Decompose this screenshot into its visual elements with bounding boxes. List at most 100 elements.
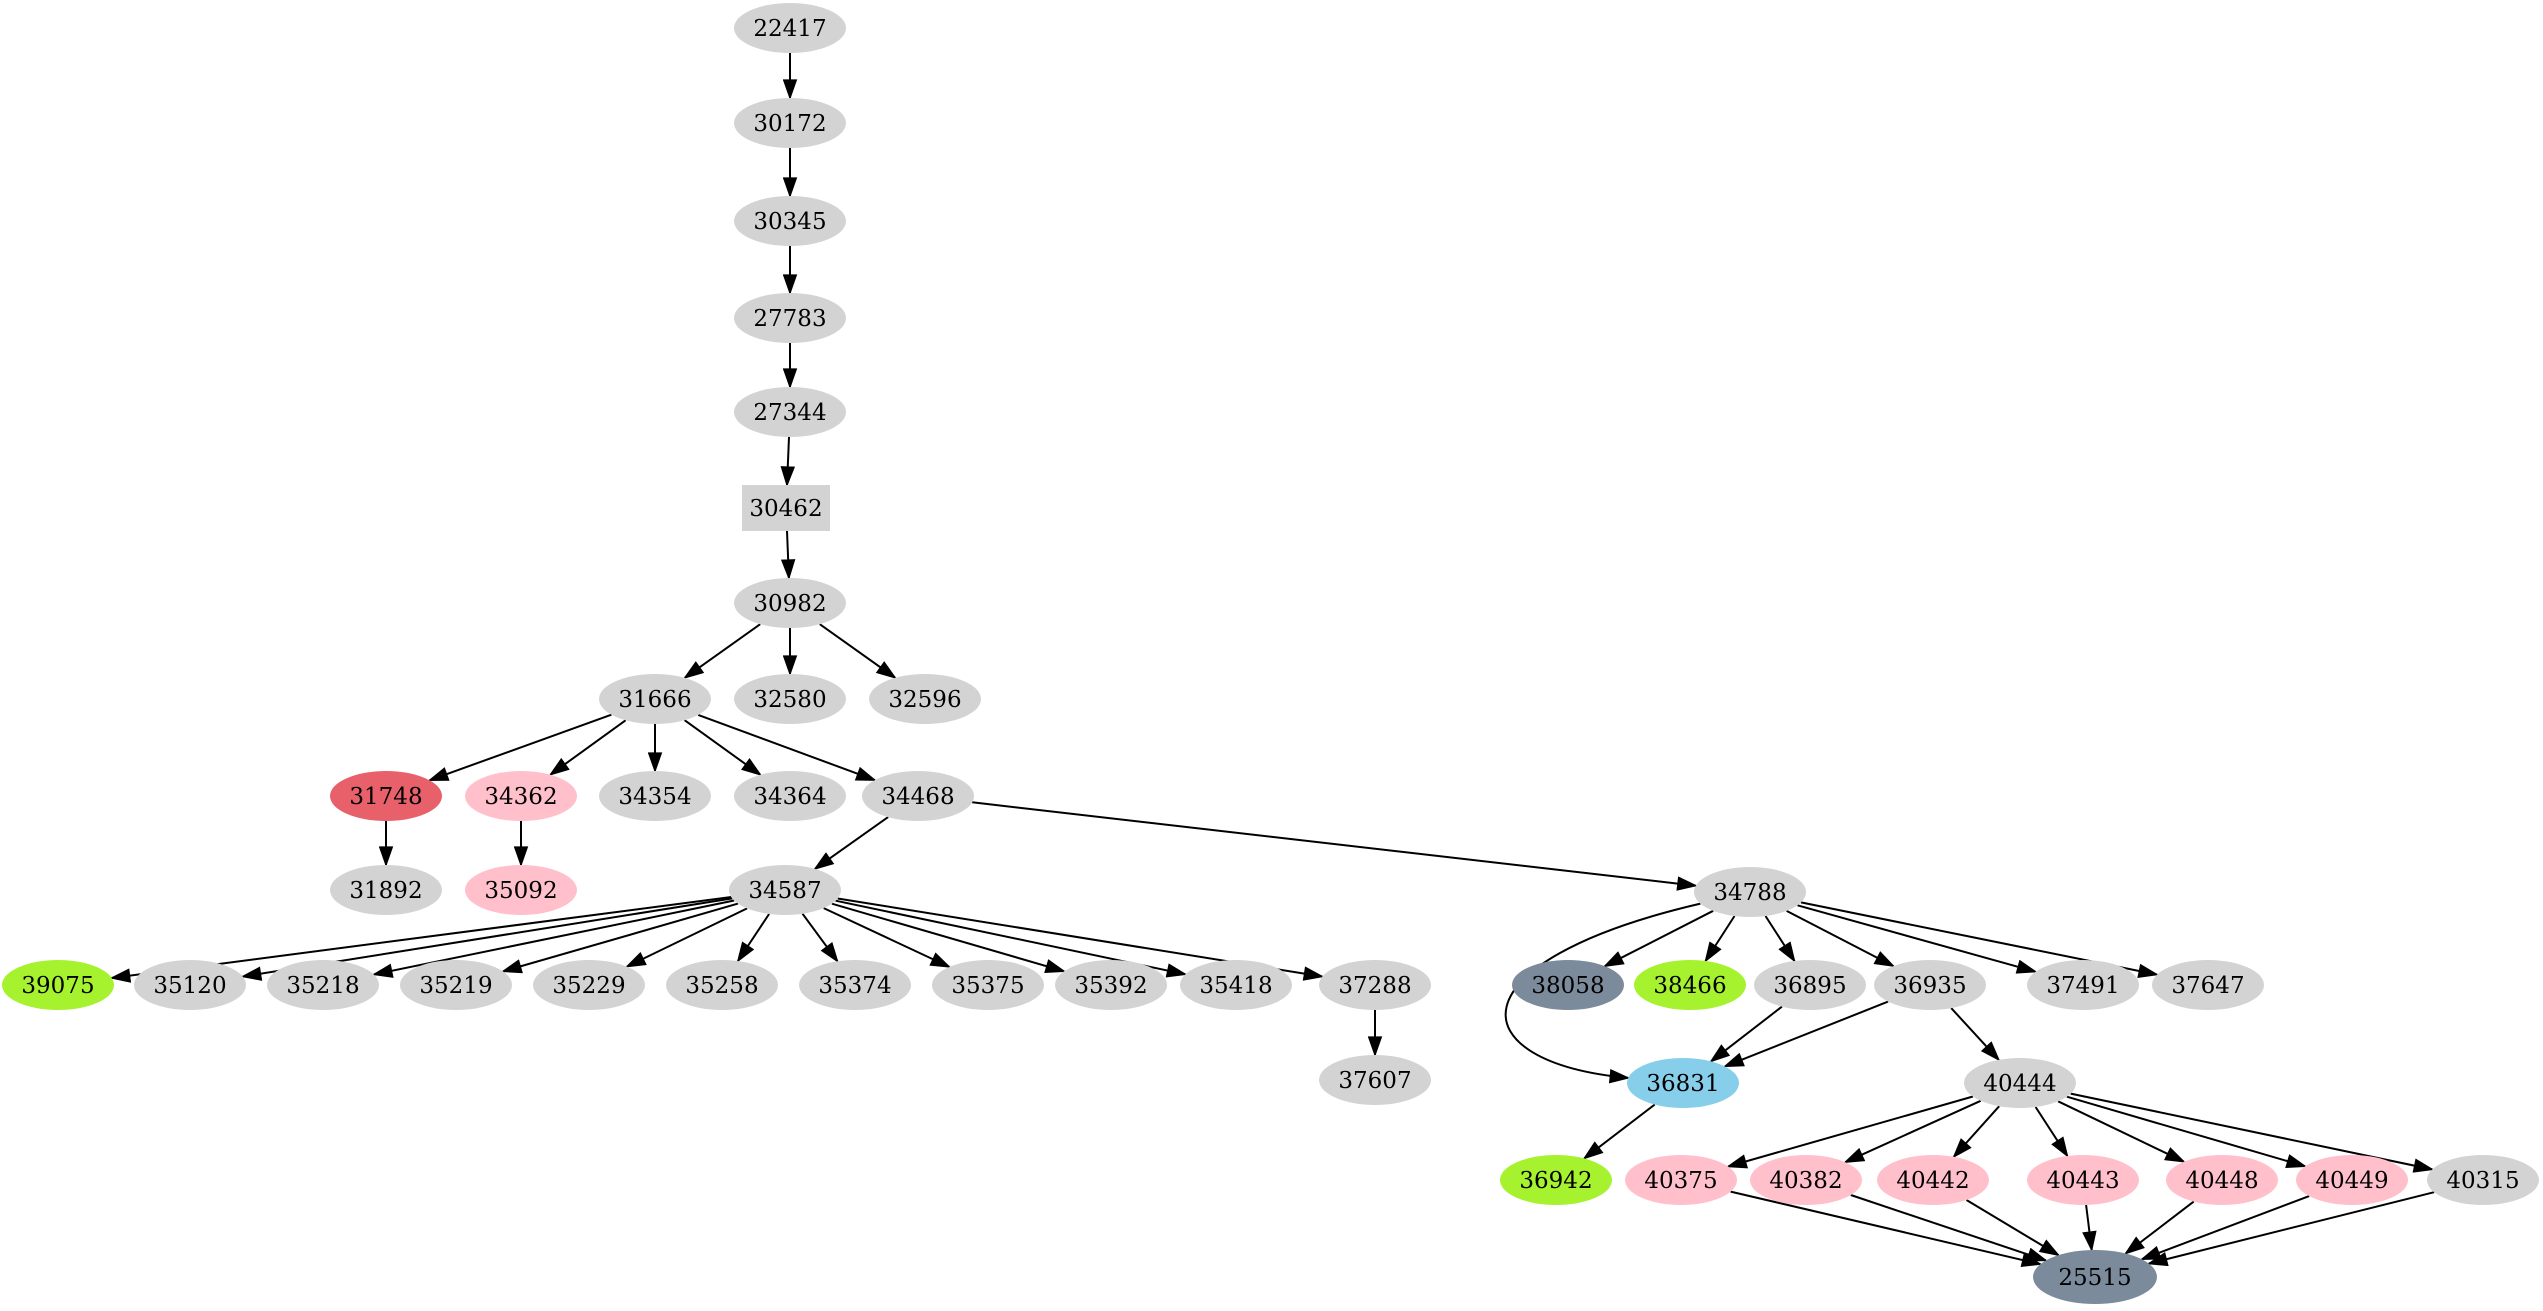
node-30172: 30172 bbox=[734, 98, 846, 148]
node-label-30345: 30345 bbox=[753, 209, 826, 235]
node-ellipse-34468 bbox=[862, 771, 974, 821]
node-40443: 40443 bbox=[2027, 1155, 2139, 1205]
node-label-40444: 40444 bbox=[1983, 1071, 2056, 1097]
edge-40382-25515 bbox=[1850, 1194, 2048, 1262]
node-label-35418: 35418 bbox=[1199, 973, 1272, 999]
node-35120: 35120 bbox=[134, 960, 246, 1010]
node-30982: 30982 bbox=[734, 578, 846, 628]
node-37491: 37491 bbox=[2027, 960, 2139, 1010]
node-label-34587: 34587 bbox=[748, 878, 821, 904]
node-35392: 35392 bbox=[1055, 960, 1167, 1010]
node-label-37491: 37491 bbox=[2046, 973, 2119, 999]
node-label-40448: 40448 bbox=[2185, 1168, 2258, 1194]
node-label-35229: 35229 bbox=[552, 973, 625, 999]
node-27344: 27344 bbox=[734, 387, 846, 437]
node-label-35219: 35219 bbox=[419, 973, 492, 999]
node-40442: 40442 bbox=[1877, 1155, 1989, 1205]
edge-34788-36831 bbox=[1504, 902, 1701, 1084]
edge-34587-35374 bbox=[801, 913, 839, 963]
node-ellipse-27783 bbox=[734, 293, 846, 343]
node-34587: 34587 bbox=[729, 865, 841, 915]
node-ellipse-40315 bbox=[2427, 1155, 2539, 1205]
node-36895: 36895 bbox=[1754, 960, 1866, 1010]
node-35229: 35229 bbox=[533, 960, 645, 1010]
node-ellipse-38466 bbox=[1634, 960, 1746, 1010]
node-label-30172: 30172 bbox=[753, 111, 826, 137]
node-ellipse-22417 bbox=[734, 3, 846, 53]
node-label-34362: 34362 bbox=[484, 784, 557, 810]
edge-27344-30462 bbox=[780, 436, 796, 488]
node-ellipse-36895 bbox=[1754, 960, 1866, 1010]
edge-31666-34364 bbox=[684, 719, 763, 777]
node-37288: 37288 bbox=[1319, 960, 1431, 1010]
node-ellipse-35092 bbox=[465, 865, 577, 915]
edge-34587-35258 bbox=[736, 913, 770, 963]
node-ellipse-35375 bbox=[932, 960, 1044, 1010]
node-ellipse-36935 bbox=[1874, 960, 1986, 1010]
node-ellipse-38058 bbox=[1512, 960, 1624, 1010]
node-ellipse-40442 bbox=[1877, 1155, 1989, 1205]
node-ellipse-35219 bbox=[400, 960, 512, 1010]
node-32596: 32596 bbox=[869, 674, 981, 724]
edge-31666-34362 bbox=[548, 719, 627, 776]
node-22417: 22417 bbox=[734, 3, 846, 53]
node-ellipse-34354 bbox=[599, 771, 711, 821]
edge-40444-40442 bbox=[1952, 1105, 2000, 1159]
node-label-32596: 32596 bbox=[888, 687, 961, 713]
node-ellipse-30982 bbox=[734, 578, 846, 628]
node-34788: 34788 bbox=[1694, 867, 1806, 917]
node-label-34788: 34788 bbox=[1713, 880, 1786, 906]
node-38466: 38466 bbox=[1634, 960, 1746, 1010]
node-ellipse-35218 bbox=[267, 960, 379, 1010]
node-37607: 37607 bbox=[1319, 1055, 1431, 1105]
node-ellipse-35229 bbox=[533, 960, 645, 1010]
edge-34587-35392 bbox=[831, 902, 1067, 974]
edge-30982-31666 bbox=[683, 623, 761, 680]
edge-34468-34788 bbox=[972, 801, 1698, 891]
node-34362: 34362 bbox=[465, 771, 577, 821]
edge-34468-34587 bbox=[813, 816, 889, 871]
edge-31666-34468 bbox=[697, 713, 877, 782]
edge-30462-30982 bbox=[780, 530, 796, 581]
node-34468: 34468 bbox=[862, 771, 974, 821]
node-35418: 35418 bbox=[1180, 960, 1292, 1010]
node-label-38058: 38058 bbox=[1531, 973, 1604, 999]
node-27783: 27783 bbox=[734, 293, 846, 343]
edge-40448-25515 bbox=[2124, 1200, 2195, 1255]
node-37647: 37647 bbox=[2152, 960, 2264, 1010]
node-40382: 40382 bbox=[1750, 1155, 1862, 1205]
nodes-layer: 2241730172303452778327344304623098231666… bbox=[2, 3, 2539, 1304]
edge-36935-40444 bbox=[1950, 1007, 2001, 1062]
node-label-36831: 36831 bbox=[1646, 1071, 1719, 1097]
node-ellipse-35418 bbox=[1180, 960, 1292, 1010]
node-ellipse-31666 bbox=[599, 674, 711, 724]
node-40315: 40315 bbox=[2427, 1155, 2539, 1205]
node-ellipse-40449 bbox=[2296, 1155, 2408, 1205]
node-label-35375: 35375 bbox=[951, 973, 1024, 999]
edge-40444-40449 bbox=[2066, 1095, 2308, 1169]
node-ellipse-36831 bbox=[1627, 1058, 1739, 1108]
node-label-40443: 40443 bbox=[2046, 1168, 2119, 1194]
node-label-31748: 31748 bbox=[349, 784, 422, 810]
node-ellipse-34364 bbox=[734, 771, 846, 821]
edge-36935-36831 bbox=[1722, 1000, 1889, 1068]
node-ellipse-31892 bbox=[330, 865, 442, 915]
node-label-35258: 35258 bbox=[685, 973, 758, 999]
node-32580: 32580 bbox=[734, 674, 846, 724]
node-label-25515: 25515 bbox=[2058, 1265, 2131, 1291]
node-label-34468: 34468 bbox=[881, 784, 954, 810]
node-34364: 34364 bbox=[734, 771, 846, 821]
node-30462: 30462 bbox=[742, 485, 830, 531]
node-label-30462: 30462 bbox=[749, 496, 822, 522]
node-label-35092: 35092 bbox=[484, 878, 557, 904]
node-ellipse-35120 bbox=[134, 960, 246, 1010]
node-ellipse-40448 bbox=[2166, 1155, 2278, 1205]
edge-40444-40448 bbox=[2057, 1100, 2186, 1163]
edge-34788-36935 bbox=[1786, 910, 1896, 968]
node-label-40442: 40442 bbox=[1896, 1168, 1969, 1194]
node-label-32580: 32580 bbox=[753, 687, 826, 713]
node-ellipse-34362 bbox=[465, 771, 577, 821]
node-40449: 40449 bbox=[2296, 1155, 2408, 1205]
node-38058: 38058 bbox=[1512, 960, 1624, 1010]
